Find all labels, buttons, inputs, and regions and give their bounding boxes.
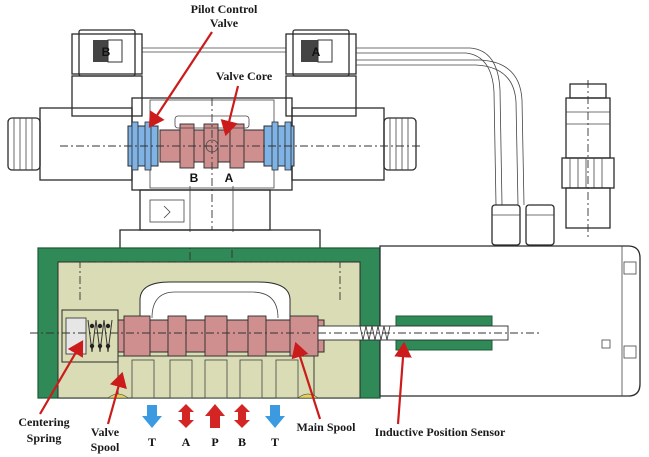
pilot-valve-assembly: B A: [7, 29, 525, 232]
callout-valve-spool: Valve Spool: [91, 371, 127, 454]
sensor-connector: [561, 80, 615, 240]
callout-centering-spring-line1: Centering: [18, 415, 69, 429]
pilot-port-label-a: A: [225, 171, 234, 185]
sensor-housing: [30, 245, 641, 397]
arrow-port-t-left: [142, 405, 162, 428]
callout-centering-spring-line2: Spring: [27, 431, 62, 445]
port-arrows: [142, 404, 285, 428]
port-labels: T A P B T: [148, 435, 279, 449]
solenoid-connector-a: A: [285, 29, 357, 117]
solenoid-coil-b: [7, 107, 133, 181]
solenoid-coil-a: [291, 107, 417, 181]
centering-spring: [61, 309, 119, 363]
arrow-port-a: [178, 404, 194, 428]
cable-bundle: [356, 47, 525, 206]
port-label-t-right: T: [271, 435, 279, 449]
callout-pilot-control-valve-line1: Pilot Control: [191, 2, 258, 16]
cable-glands: [491, 204, 555, 246]
callout-main-spool: Main Spool: [291, 341, 356, 434]
arrow-port-b: [234, 404, 250, 428]
solenoid-label-a: A: [312, 45, 321, 59]
callout-centering-spring: Centering Spring: [18, 340, 84, 445]
port-label-p: P: [211, 435, 218, 449]
callout-pilot-control-valve-line2: Valve: [210, 16, 239, 30]
callout-valve-core: Valve Core: [216, 69, 273, 137]
callout-main-spool-label: Main Spool: [296, 420, 356, 434]
solenoid-label-b: B: [102, 45, 111, 59]
arrow-port-p: [205, 404, 225, 428]
callout-valve-core-label: Valve Core: [216, 69, 273, 83]
port-label-t-left: T: [148, 435, 156, 449]
port-label-b: B: [238, 435, 246, 449]
port-label-a: A: [182, 435, 191, 449]
pilot-port-label-b: B: [190, 171, 199, 185]
main-spool: [111, 315, 325, 357]
callout-pilot-control-valve: Pilot Control Valve: [148, 2, 258, 128]
callout-valve-spool-line2: Spool: [91, 440, 120, 454]
solenoid-connector-b: B: [71, 29, 143, 117]
callout-inductive-position-sensor: Inductive Position Sensor: [375, 341, 506, 439]
callout-inductive-position-sensor-label: Inductive Position Sensor: [375, 425, 506, 439]
arrow-port-t-right: [265, 405, 285, 428]
callout-valve-spool-line1: Valve: [91, 425, 120, 439]
